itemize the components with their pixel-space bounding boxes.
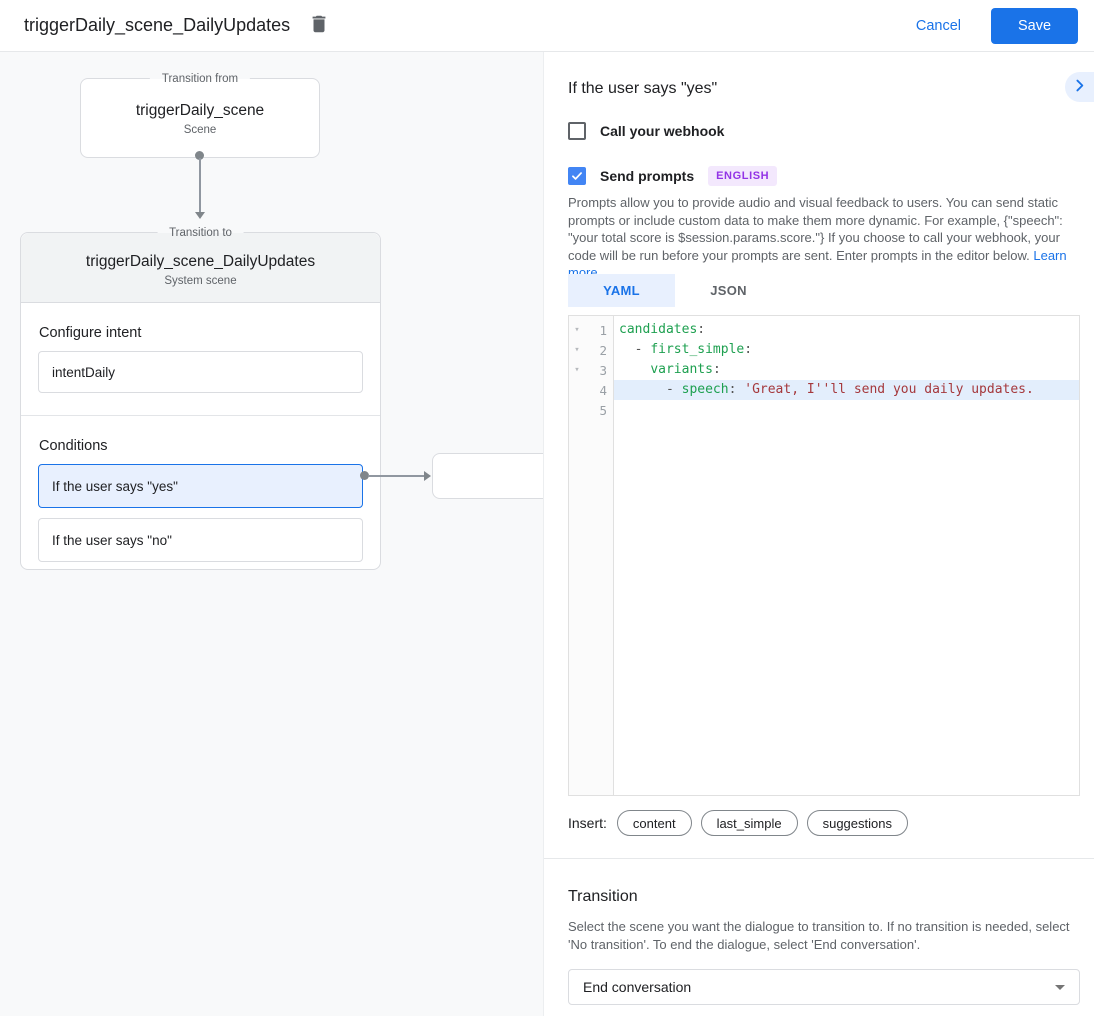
save-button[interactable]: Save xyxy=(991,7,1078,44)
code-token: : xyxy=(744,342,753,357)
fold-arrow-icon[interactable]: ▾ xyxy=(574,325,580,335)
condition-connector-line xyxy=(368,475,424,477)
prompts-description: Prompts allow you to provide audio and v… xyxy=(568,194,1082,282)
code-token: : xyxy=(712,362,721,377)
connector-dot xyxy=(195,151,204,160)
trash-icon xyxy=(308,13,330,38)
tab-yaml[interactable]: YAML xyxy=(568,274,675,307)
send-prompts-checkbox[interactable] xyxy=(568,167,586,185)
collapse-panel-button[interactable] xyxy=(1065,72,1094,102)
connector-arrowhead-down xyxy=(195,212,205,219)
fold-arrow-icon[interactable]: ▾ xyxy=(574,345,580,355)
code-line[interactable]: variants: xyxy=(614,360,1079,380)
code-token: - xyxy=(619,382,682,397)
editor-tabs: YAML JSON xyxy=(568,274,782,307)
code-token: : xyxy=(697,322,706,337)
tab-json[interactable]: JSON xyxy=(710,283,747,298)
gutter-row: ▾3 xyxy=(569,360,613,380)
card-divider xyxy=(21,415,380,416)
panel-title: If the user says "yes" xyxy=(568,80,718,97)
checkmark-icon xyxy=(572,172,582,180)
insert-label: Insert: xyxy=(568,815,607,831)
from-scene-name: triggerDaily_scene xyxy=(135,102,265,119)
line-number: 4 xyxy=(599,382,607,398)
condition-arrowhead-right xyxy=(424,471,431,481)
insert-chip-last_simple[interactable]: last_simple xyxy=(700,810,798,836)
transition-select[interactable]: End conversation xyxy=(568,969,1080,1005)
condition-connector-dot xyxy=(360,471,369,480)
transition-from-card[interactable]: Transition from triggerDaily_scene Scene xyxy=(80,71,320,158)
flow-canvas: Transition from triggerDaily_scene Scene… xyxy=(0,52,543,1016)
intent-item[interactable]: intentDaily xyxy=(38,351,363,393)
line-number: 2 xyxy=(599,342,607,358)
to-scene-name: triggerDaily_scene_DailyUpdates xyxy=(85,253,316,270)
prompts-description-text: Prompts allow you to provide audio and v… xyxy=(568,195,1063,263)
transition-title: Transition xyxy=(568,888,638,905)
configure-intent-label: Configure intent xyxy=(39,325,142,341)
line-number: 1 xyxy=(599,322,607,338)
next-scene-box[interactable] xyxy=(432,453,543,499)
language-badge: ENGLISH xyxy=(708,166,778,186)
webhook-checkbox[interactable] xyxy=(568,122,586,140)
dropdown-caret-icon xyxy=(1055,984,1065,990)
code-token: : xyxy=(728,382,745,397)
condition-detail-panel: If the user says "yes" Call your webhook… xyxy=(543,52,1094,1016)
webhook-row: Call your webhook xyxy=(568,122,724,140)
conditions-label: Conditions xyxy=(39,438,108,454)
gutter-row: 5 xyxy=(569,400,613,420)
fold-arrow-icon[interactable]: ▾ xyxy=(574,365,580,375)
gutter-row: ▾2 xyxy=(569,340,613,360)
condition-item[interactable]: If the user says "no" xyxy=(38,518,363,562)
chevron-right-icon xyxy=(1071,77,1088,97)
code-line[interactable]: candidates: xyxy=(614,320,1079,340)
top-bar: triggerDaily_scene_DailyUpdates Cancel S… xyxy=(0,0,1094,52)
send-prompts-label: Send prompts xyxy=(600,168,695,184)
gutter-row: 4 xyxy=(569,380,613,400)
to-scene-header: triggerDaily_scene_DailyUpdates System s… xyxy=(21,233,380,303)
from-scene-type: Scene xyxy=(183,124,217,136)
code-token: speech xyxy=(681,382,729,397)
send-prompts-row: Send prompts ENGLISH xyxy=(568,166,778,186)
line-number: 3 xyxy=(599,362,607,378)
code-token: 'Great, I''ll send you daily updates. xyxy=(744,382,1034,397)
code-line[interactable] xyxy=(614,400,1079,420)
to-scene-type: System scene xyxy=(164,275,237,287)
insert-chip-suggestions[interactable]: suggestions xyxy=(806,810,908,836)
connector-line xyxy=(199,158,201,213)
conditions-list: If the user says "yes" If the user says "… xyxy=(21,464,380,562)
transition-select-value: End conversation xyxy=(583,979,692,995)
line-number: 5 xyxy=(599,402,607,418)
insert-row: Insert: content last_simple suggestions xyxy=(568,810,917,836)
editor-code[interactable]: candidates: - first_simple: variants: - … xyxy=(614,316,1079,795)
transition-to-card: Transition to triggerDaily_scene_DailyUp… xyxy=(20,225,381,570)
page-title: triggerDaily_scene_DailyUpdates xyxy=(24,15,291,35)
code-token: first_simple xyxy=(650,342,745,357)
transition-to-legend: Transition to xyxy=(157,225,244,241)
transition-description: Select the scene you want the dialogue t… xyxy=(568,919,1070,952)
code-line[interactable]: - speech: 'Great, I''ll send you daily u… xyxy=(614,380,1079,400)
transition-from-legend: Transition from xyxy=(149,71,251,87)
gutter-row: ▾1 xyxy=(569,320,613,340)
panel-divider xyxy=(544,858,1094,859)
webhook-label: Call your webhook xyxy=(600,123,725,139)
code-token xyxy=(619,362,650,377)
code-token: candidates xyxy=(619,322,698,337)
cancel-button[interactable]: Cancel xyxy=(915,17,961,34)
delete-scene-button[interactable] xyxy=(308,13,330,38)
insert-chip-content[interactable]: content xyxy=(616,810,692,836)
code-token: - xyxy=(619,342,651,357)
code-token: variants xyxy=(650,362,713,377)
condition-item[interactable]: If the user says "yes" xyxy=(38,464,363,508)
code-line[interactable]: - first_simple: xyxy=(614,340,1079,360)
insert-chips: content last_simple suggestions xyxy=(616,810,917,836)
